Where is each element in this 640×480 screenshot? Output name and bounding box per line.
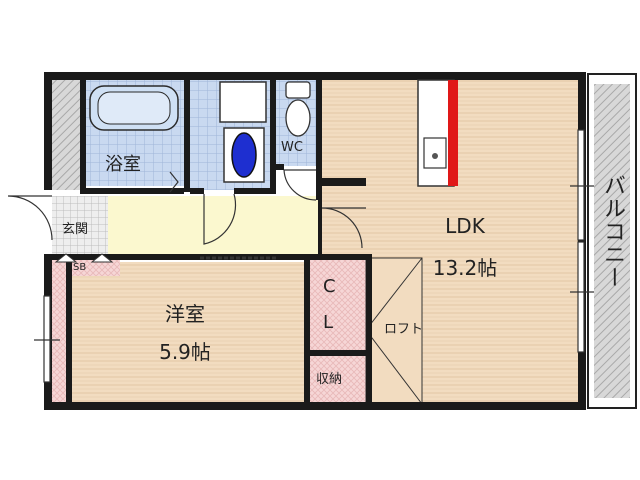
loft-label: ロフト [384,322,424,337]
closet-c-label: C [323,276,336,297]
storage-label: 収納 [316,372,343,387]
interior-walls [52,80,372,404]
toilet-tank [285,81,311,99]
upper-left-column [52,80,80,190]
ldk-label: LDK [445,214,485,238]
loft-ladder [365,257,423,331]
western-room-floor [70,262,306,405]
entrance-label: 玄関 [62,222,89,237]
washing-machine-pan [219,81,267,123]
doors [7,169,366,260]
western-room-size: 5.9帖 [159,340,211,364]
western-room-label: 洋室 [165,302,205,326]
bath-door [169,171,179,193]
kitchen-backsplash [448,80,458,186]
loft-area [365,257,423,405]
cl-closet-floor [310,258,366,352]
bathroom-label: 浴室 [105,154,141,175]
entrance-floor [52,196,108,254]
shoebox-marks [54,253,114,263]
hallway-floor [108,196,322,254]
wash-basin-bowl-icon [231,132,257,178]
closet-l-label: L [323,312,334,333]
bathtub-inner [97,91,171,125]
ldk-size: 13.2帖 [432,256,498,280]
toilet-bowl-icon [285,99,311,137]
balcony-hatch [594,84,630,398]
kitchen-faucet-icon [432,153,438,159]
wc-label: WC [281,140,303,155]
shoebox-label: SB [73,262,87,273]
balcony-label: バルコニー [600,174,625,289]
loft-ladder2 [365,329,423,405]
windows [34,129,594,383]
storage-floor [310,356,366,404]
west-closet-strip [52,276,70,404]
